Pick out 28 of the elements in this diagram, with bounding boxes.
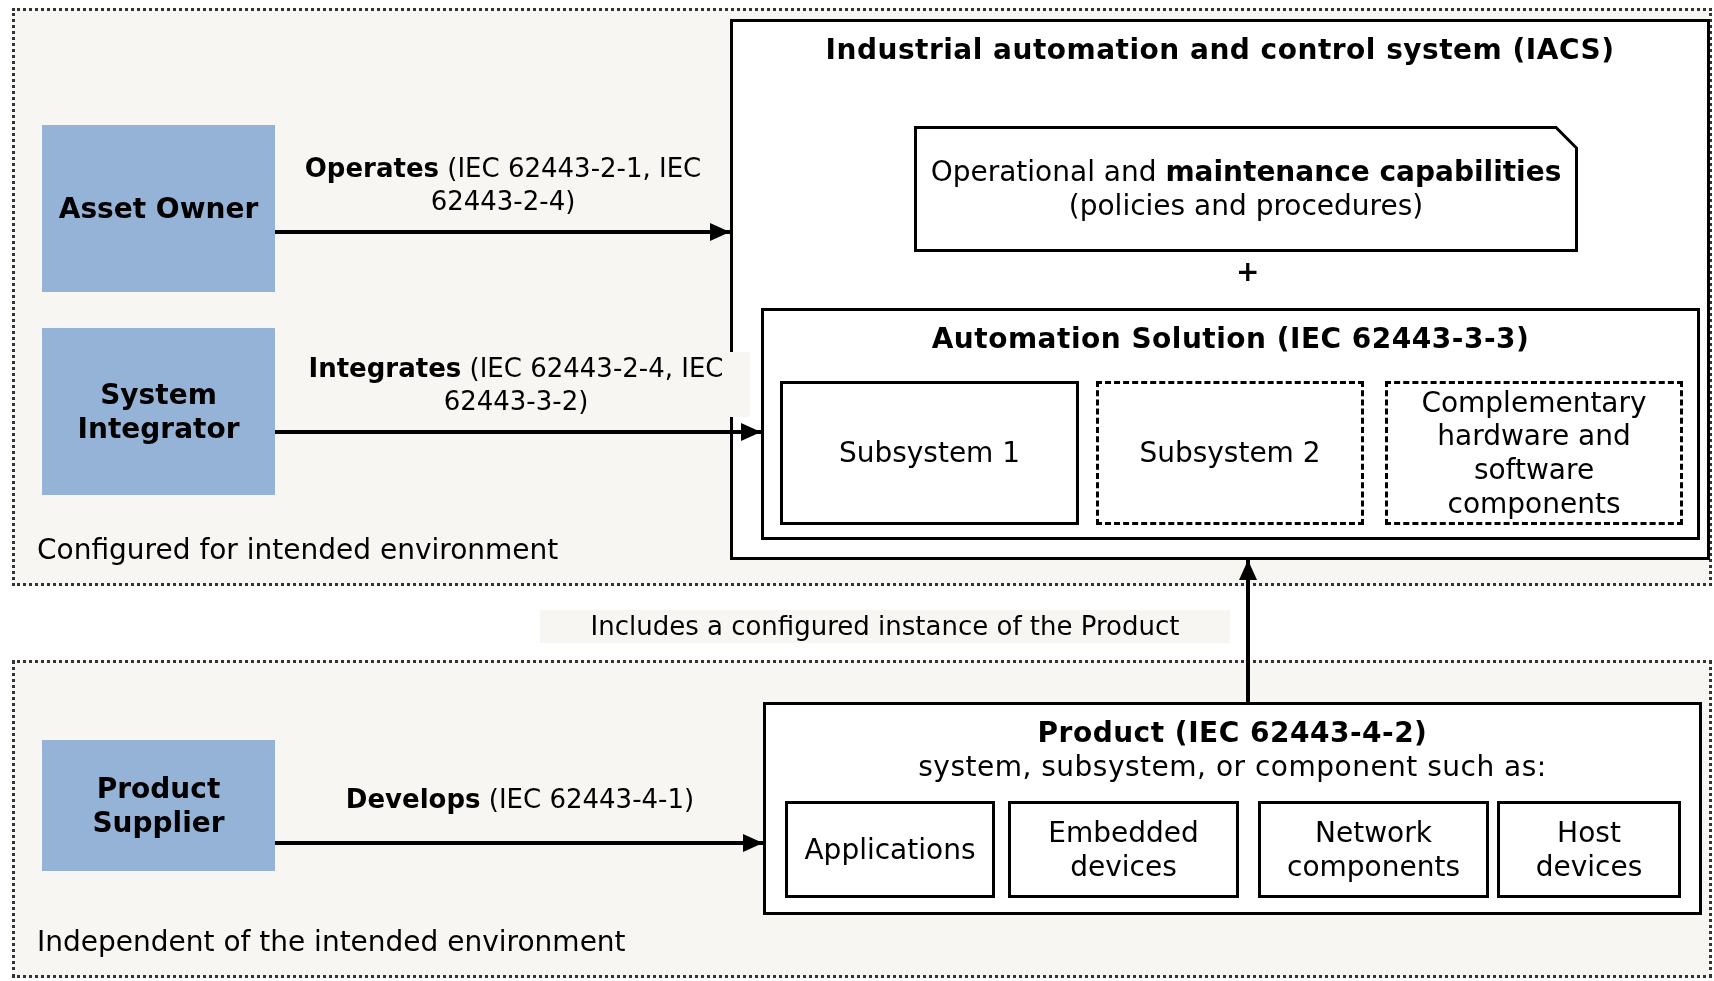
role-box: Asset Owner xyxy=(42,125,275,292)
component-box: Network components xyxy=(1258,801,1489,898)
arrow xyxy=(275,834,763,852)
frame-title: Automation Solution (IEC 62443-3-3) xyxy=(930,321,1531,356)
subsystem-box: Subsystem 1 xyxy=(780,381,1079,525)
arrow xyxy=(275,423,761,441)
document-box: Operational and maintenance capabilities (policies and procedures) xyxy=(914,126,1578,252)
edge-label: Includes a configured instance of the Product xyxy=(540,610,1230,643)
region-label: Configured for intended environment xyxy=(37,532,559,567)
solution-frame xyxy=(761,308,1700,540)
dotted-region xyxy=(12,8,1712,586)
region-label: Independent of the intended environment xyxy=(37,924,626,959)
subsystem-box: Subsystem 2 xyxy=(1096,381,1364,525)
subsystem-box: Complementary hardware and software components xyxy=(1385,381,1683,525)
frame-title: Product (IEC 62443-4-2) xyxy=(1036,715,1429,750)
component-box: Host devices xyxy=(1497,801,1681,898)
role-box: System Integrator xyxy=(42,328,275,495)
arrow xyxy=(275,223,730,241)
frame-subtitle: system, subsystem, or component such as: xyxy=(917,749,1548,784)
component-box: Embedded devices xyxy=(1008,801,1239,898)
dotted-region xyxy=(12,660,1712,978)
component-box: Applications xyxy=(785,801,995,898)
frame-title: Industrial automation and control system (IACS) xyxy=(824,32,1616,67)
system-frame xyxy=(730,19,1710,560)
role-box: Product Supplier xyxy=(42,740,275,871)
product-frame xyxy=(763,702,1702,915)
plus-sign: + xyxy=(1236,254,1260,289)
arrow xyxy=(1239,560,1257,702)
